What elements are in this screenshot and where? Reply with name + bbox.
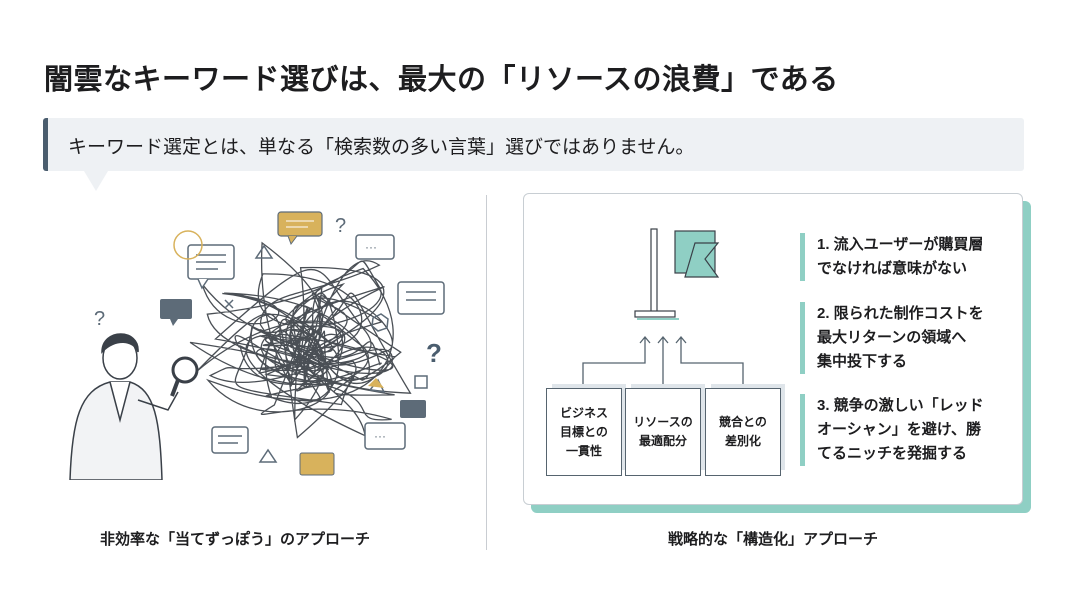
arrows [582, 335, 744, 385]
pillar-differentiation: 競合との 差別化 [705, 388, 781, 476]
speech-bubble-icon [397, 281, 445, 315]
speech-bubble-icon [400, 400, 426, 418]
question-mark-icon: ? [426, 338, 442, 368]
scribble-line [189, 241, 412, 439]
flag-icon [634, 228, 720, 320]
svg-text:···: ··· [374, 429, 386, 443]
flag-diagram [582, 228, 744, 385]
speech-bubble-icon [277, 211, 323, 246]
businesswoman-figure [69, 333, 199, 480]
page-title: 闇雲なキーワード選びは、最大の「リソースの浪費」である [44, 64, 839, 96]
callout-text: キーワード選定とは、単なる「検索数の多い言葉」選びではありません。 [68, 137, 695, 158]
point-2: 2. 限られた制作コストを 最大リターンの領域へ 集中投下する [800, 302, 984, 374]
svg-text:···: ··· [365, 240, 377, 254]
callout-box: キーワード選定とは、単なる「検索数の多い言葉」選びではありません。 [43, 118, 1024, 171]
speech-bubble-icon [299, 452, 335, 476]
question-mark-icon: ? [335, 215, 346, 237]
chat-dots-icon: ··· [355, 234, 395, 260]
point-3: 3. 競争の激しい「レッド オーシャン」を避け、勝 てるニッチを発掘する [800, 394, 984, 466]
tangled-scribble [189, 241, 412, 439]
point-1: 1. 流入ユーザーが購買層 でなければ意味がない [800, 233, 983, 281]
speech-bubble-icon [160, 299, 192, 326]
left-caption: 非効率な「当てずっぽう」のアプローチ [100, 531, 371, 548]
speech-bubble-icon [211, 426, 249, 454]
magnifying-glass-icon [171, 356, 199, 384]
speech-bubble-icon [187, 244, 235, 290]
question-mark-icon: ? [94, 308, 105, 330]
chaos-illustration: ··· ··· ? ? ? [69, 211, 445, 480]
right-caption: 戦略的な「構造化」アプローチ [668, 531, 879, 548]
circle-shape [173, 230, 203, 260]
callout-tail [84, 171, 108, 191]
chat-dots-icon: ··· [364, 422, 406, 450]
pillar-business-alignment: ビジネス 目標との 一貫性 [546, 388, 622, 476]
pillar-resource-allocation: リソースの 最適配分 [625, 388, 701, 476]
divider [486, 195, 487, 550]
